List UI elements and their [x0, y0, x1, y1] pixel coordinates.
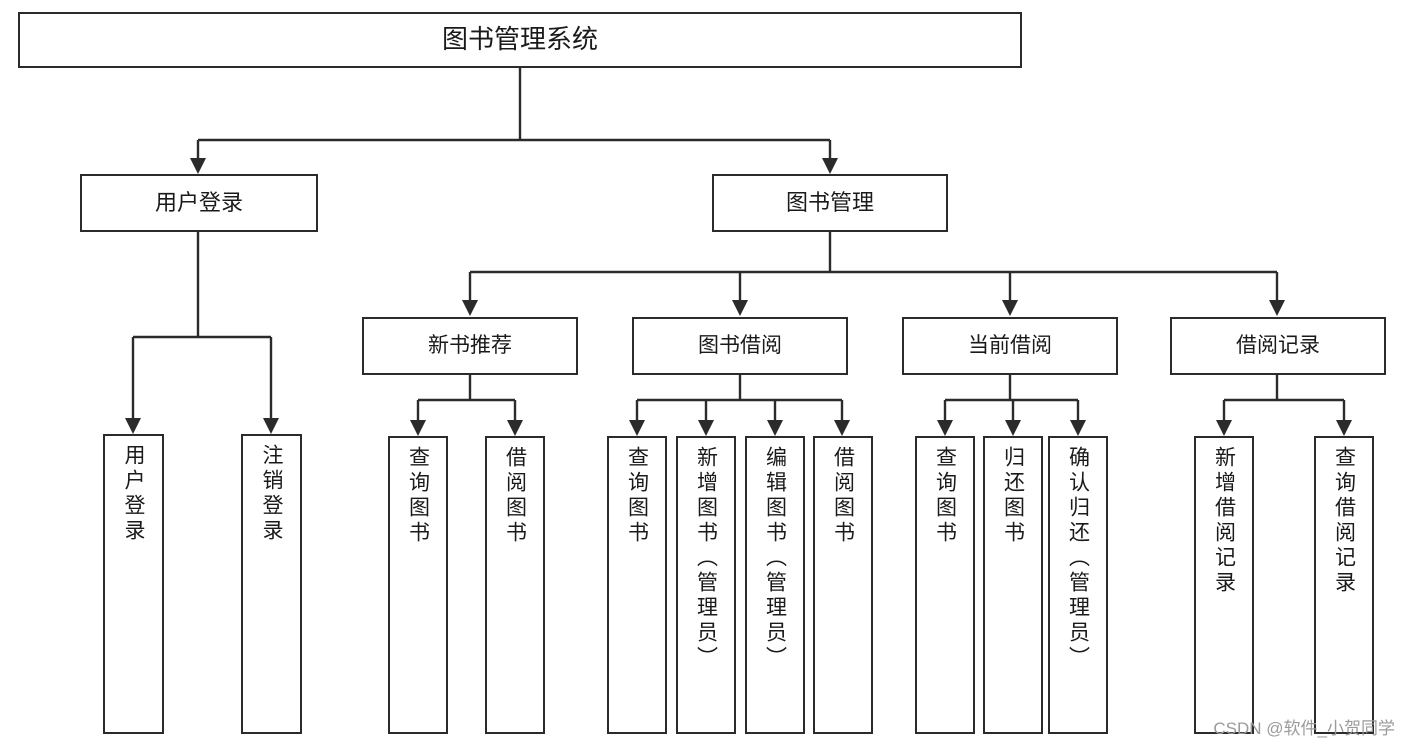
node-leaf-user-login[interactable]: 用户登录	[103, 434, 164, 734]
node-leaf-rec-borrow-book[interactable]: 借阅图书	[485, 436, 545, 734]
node-leaf-borrow-query-book[interactable]: 查询图书	[607, 436, 667, 734]
node-book-manage[interactable]: 图书管理	[712, 174, 948, 232]
node-borrow-record[interactable]: 借阅记录	[1170, 317, 1386, 375]
node-leaf-borrow-edit-book-label: 编辑图书（管理员）	[763, 446, 787, 671]
node-user-login-label: 用户登录	[154, 190, 243, 216]
node-new-book-rec-label: 新书推荐	[428, 333, 512, 357]
node-leaf-cur-return-book[interactable]: 归还图书	[983, 436, 1043, 734]
node-leaf-user-login-label: 用户登录	[122, 444, 145, 544]
node-leaf-cur-confirm-return[interactable]: 确认归还（管理员）	[1048, 436, 1108, 734]
node-leaf-cur-confirm-return-label: 确认归还（管理员）	[1066, 446, 1090, 671]
node-leaf-rec-query-record[interactable]: 查询借阅记录	[1314, 436, 1374, 734]
node-leaf-rec-add-record[interactable]: 新增借阅记录	[1194, 436, 1254, 734]
node-leaf-borrow-edit-book[interactable]: 编辑图书（管理员）	[745, 436, 805, 734]
node-leaf-borrow-add-book[interactable]: 新增图书（管理员）	[676, 436, 736, 734]
node-book-manage-label: 图书管理	[785, 190, 874, 216]
node-new-book-rec[interactable]: 新书推荐	[362, 317, 578, 375]
node-leaf-cur-query-book[interactable]: 查询图书	[915, 436, 975, 734]
node-leaf-rec-query-record-label: 查询借阅记录	[1332, 446, 1356, 596]
node-borrow-record-label: 借阅记录	[1236, 333, 1320, 357]
node-leaf-user-logout-label: 注销登录	[260, 444, 283, 544]
node-leaf-borrow-query-book-label: 查询图书	[625, 446, 649, 546]
node-book-borrow-label: 图书借阅	[698, 333, 782, 357]
node-current-borrow-label: 当前借阅	[968, 333, 1052, 357]
node-root[interactable]: 图书管理系统	[18, 12, 1022, 68]
node-leaf-rec-borrow-book-label: 借阅图书	[503, 446, 527, 546]
node-leaf-cur-return-book-label: 归还图书	[1001, 446, 1025, 546]
node-user-login[interactable]: 用户登录	[80, 174, 318, 232]
node-current-borrow[interactable]: 当前借阅	[902, 317, 1118, 375]
node-leaf-borrow-add-book-label: 新增图书（管理员）	[694, 446, 718, 671]
node-leaf-borrow-borrow-book-label: 借阅图书	[831, 446, 855, 546]
node-leaf-rec-query-book[interactable]: 查询图书	[388, 436, 448, 734]
node-leaf-rec-query-book-label: 查询图书	[406, 446, 430, 546]
node-leaf-cur-query-book-label: 查询图书	[933, 446, 957, 546]
node-book-borrow[interactable]: 图书借阅	[632, 317, 848, 375]
node-leaf-user-logout[interactable]: 注销登录	[241, 434, 302, 734]
node-leaf-rec-add-record-label: 新增借阅记录	[1212, 446, 1236, 596]
node-root-label: 图书管理系统	[441, 24, 598, 55]
node-leaf-borrow-borrow-book[interactable]: 借阅图书	[813, 436, 873, 734]
